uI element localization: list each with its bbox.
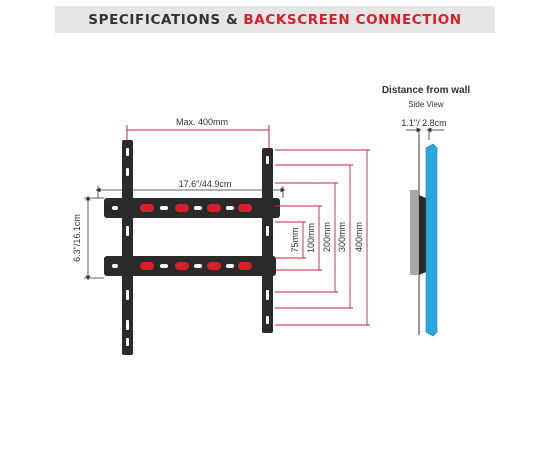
rail-slots bbox=[126, 148, 269, 346]
vesa-label-300: 300mm bbox=[337, 222, 347, 252]
right-rail bbox=[262, 148, 273, 333]
bottom-bar-red-slots bbox=[140, 262, 252, 270]
side-view-assembly bbox=[410, 135, 438, 337]
top-bar bbox=[104, 198, 280, 218]
vesa-label-400: 400mm bbox=[354, 222, 364, 252]
vesa-label-200: 200mm bbox=[322, 222, 332, 252]
left-rail bbox=[122, 140, 133, 355]
vesa-label-75: 75mm bbox=[290, 227, 300, 252]
wall-bracket bbox=[104, 140, 280, 355]
side-view-subtitle: Side View bbox=[408, 100, 444, 109]
header-title-part1: SPECIFICATIONS & bbox=[88, 11, 239, 28]
tv-panel bbox=[425, 143, 438, 337]
top-bar-red-slots bbox=[140, 204, 252, 212]
bottom-bar bbox=[104, 256, 276, 276]
wall-plate bbox=[410, 190, 418, 275]
page-header: SPECIFICATIONS & BACKSCREEN CONNECTION bbox=[55, 6, 495, 33]
vesa-dimension-lines bbox=[275, 149, 370, 326]
distance-label: 1.1"/ 2.8cm bbox=[401, 118, 446, 128]
max-width-label: Max. 400mm bbox=[176, 117, 228, 127]
vesa-label-100: 100mm bbox=[306, 223, 316, 253]
height-label: 6.3"/16.1cm bbox=[72, 214, 82, 262]
header-title-part2: BACKSCREEN CONNECTION bbox=[243, 11, 462, 28]
bracket-profile bbox=[419, 195, 426, 275]
width-label: 17.6"/44.9cm bbox=[179, 179, 232, 189]
bar-holes bbox=[112, 206, 234, 268]
height-dimension bbox=[84, 195, 104, 281]
width-dimension bbox=[95, 186, 286, 198]
distance-dimension bbox=[406, 127, 444, 140]
max-width-dimension bbox=[126, 125, 270, 148]
side-view-title: Distance from wall bbox=[382, 85, 471, 96]
